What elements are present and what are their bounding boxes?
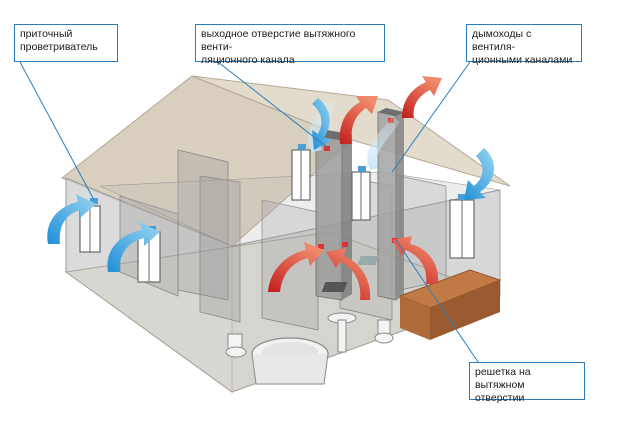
- warm-air-arrow-chimney-right: [402, 76, 442, 118]
- vent-right: [458, 194, 466, 200]
- fresh-air-arrow-top: [312, 98, 332, 150]
- warm-air-arrow-room-1: [268, 242, 324, 292]
- vent-left-1: [90, 198, 98, 204]
- window-right: [449, 199, 475, 259]
- warm-air-arrow-room-3: [392, 236, 439, 284]
- chimney-right-top: [378, 108, 404, 116]
- fresh-air-arrow-left-1: [47, 194, 96, 244]
- toilet-left-icon: [225, 333, 247, 358]
- stove-icon: [321, 282, 348, 292]
- chimney-left: [315, 135, 343, 301]
- callout-chimneys: дымоходы с вентиля- ционными каналами: [466, 24, 582, 66]
- leader-chimneys: [391, 61, 471, 173]
- bathtub-base: [251, 353, 329, 385]
- kitchen-counter-side: [430, 280, 500, 340]
- callout-supply-ventilator: приточный проветриватель: [14, 24, 118, 62]
- toilet-right-icon: [374, 319, 394, 344]
- window-center: [351, 171, 371, 221]
- grille-wall-2: [342, 242, 348, 247]
- leader-exhaust-grille: [395, 239, 479, 363]
- chimney-right-side: [396, 112, 404, 300]
- fresh-air-arrow-left-2: [107, 222, 160, 272]
- chimney-left-side: [342, 134, 352, 300]
- leader-supply-ventilator: [19, 61, 95, 201]
- callout-exhaust-grille: решетка на вытяжном отверстии: [469, 362, 585, 404]
- warm-air-arrow-chimney-left: [339, 96, 378, 144]
- window-inner: [291, 149, 311, 201]
- washbasin-icon: [327, 312, 357, 353]
- sink-icon: [357, 256, 379, 265]
- window-left-1: [79, 205, 101, 253]
- vent-center: [358, 166, 366, 172]
- callout-exhaust-outlet: выходное отверстие вытяжного венти- ляци…: [195, 24, 385, 66]
- air-plume-2: [367, 116, 400, 170]
- kitchen-counter-front: [400, 296, 430, 340]
- vent-inner: [298, 144, 306, 150]
- grille-wall-1: [318, 244, 324, 249]
- leader-exhaust-outlet: [217, 61, 329, 149]
- partition-2: [177, 149, 229, 301]
- warm-air-arrow-room-2: [326, 248, 371, 300]
- partition-3: [199, 175, 241, 323]
- fresh-air-arrow-right: [464, 148, 495, 200]
- grille-chimney-top-left: [324, 146, 330, 151]
